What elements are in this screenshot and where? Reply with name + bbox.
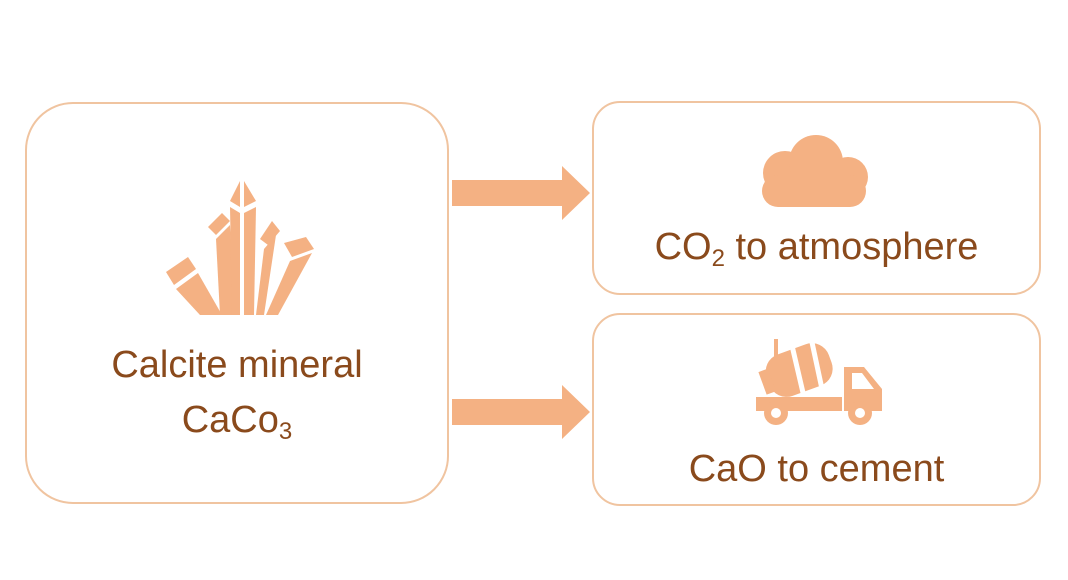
crystal-icon [166,181,314,315]
arrow-to-cao [452,385,590,439]
co2-formula-base: CO [654,226,712,268]
cao-label: CaO to cement [688,448,945,490]
co2-formula-subscript: 2 [711,245,725,273]
co2-label-text: to atmosphere [724,226,979,268]
cao-output-box: CaO to cement [592,313,1041,506]
source-box: Calcite mineral CaCo3 [25,102,449,504]
co2-label: CO2 to atmosphere [594,226,1039,271]
source-label-line1: Calcite mineral [111,344,363,386]
arrow-to-co2 [452,166,590,220]
co2-output-box: CO2 to atmosphere [592,101,1041,295]
formula-base: CaCo [181,399,279,441]
source-label-line2: CaCo3 [27,399,447,444]
cement-truck-icon [756,332,882,425]
cloud-icon [762,135,868,207]
formula-subscript: 3 [278,418,293,446]
